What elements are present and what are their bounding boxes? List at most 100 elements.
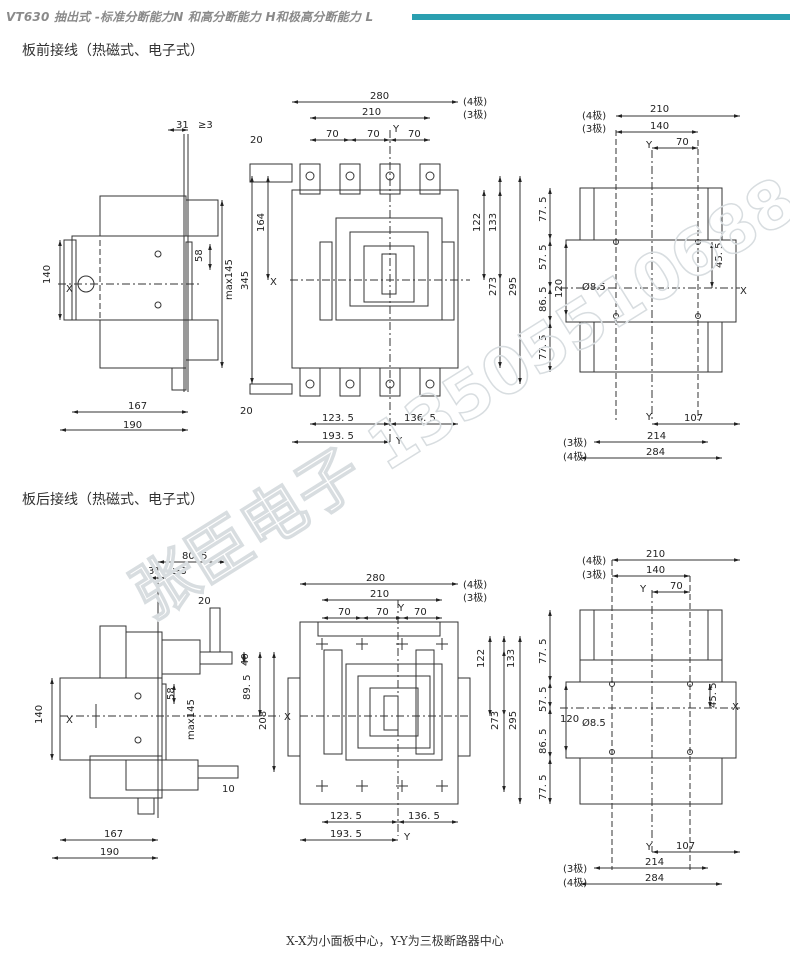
dim-front-main-280: 280 (370, 91, 389, 102)
label-front-back-4pole-bottom: (4极) (563, 450, 587, 463)
dim-front-main-122: 122 (472, 213, 483, 232)
label-rear-main-3pole: (3极) (463, 591, 487, 604)
dim-rear-side-140: 140 (34, 705, 45, 724)
label-front-main-4pole: (4极) (463, 95, 487, 108)
dim-front-back-284: 284 (646, 447, 665, 458)
label-rear-back-4pole: (4极) (582, 554, 606, 567)
label-rear-main-4pole: (4极) (463, 578, 487, 591)
dim-rear-back-210: 210 (646, 549, 665, 560)
dim-rear-main-280: 280 (366, 573, 385, 584)
dim-front-main-70a: 70 (326, 129, 339, 140)
header-accent-bar (412, 14, 790, 20)
label-rear-back-y-bottom: Y (645, 842, 653, 853)
section-title-rear-wiring: 板后接线（热磁式、电子式） (22, 492, 204, 508)
dim-front-back-107: 107 (684, 413, 703, 424)
dim-front-side-ge3: ≥3 (198, 120, 213, 131)
dim-front-main-1235: 123. 5 (322, 413, 354, 424)
label-rear-main-x: X (284, 712, 291, 723)
dim-rear-side-208: 208 (258, 711, 269, 730)
dim-front-back-775b: 77. 5 (538, 335, 549, 360)
dim-front-side-20-top: 20 (250, 135, 263, 146)
dim-rear-back-455: 45. 5 (708, 683, 719, 708)
label-front-main-3pole: (3极) (463, 108, 487, 121)
dim-front-side-max145: max145 (224, 259, 235, 300)
dim-rear-side-805: 80. 5 (182, 551, 207, 562)
dim-front-back-140: 140 (650, 121, 669, 132)
dim-rear-back-120: 120 (560, 714, 579, 725)
dim-front-side-190: 190 (123, 420, 142, 431)
dim-rear-main-70c: 70 (414, 607, 427, 618)
dim-front-main-345: 345 (240, 271, 251, 290)
dim-rear-main-133: 133 (506, 649, 517, 668)
dim-rear-back-284: 284 (645, 873, 664, 884)
dim-front-main-133: 133 (488, 213, 499, 232)
dim-front-main-295: 295 (508, 277, 519, 296)
dim-front-side-58: 58 (194, 249, 205, 262)
dim-rear-main-1235: 123. 5 (330, 811, 362, 822)
dim-front-back-210: 210 (650, 104, 669, 115)
page-header-title: VT630 抽出式 -标准分断能力N 和高分断能力 H和极高分断能力 L (6, 10, 374, 24)
label-rear-back-3pole-bottom: (3极) (563, 862, 587, 875)
rear-side-view (50, 560, 280, 860)
label-front-main-y-top: Y (392, 124, 400, 135)
dim-rear-main-70a: 70 (338, 607, 351, 618)
dim-front-back-575: 57. 5 (538, 245, 549, 270)
dim-front-side-140: 140 (42, 265, 53, 284)
dim-front-back-455: 45. 5 (714, 243, 725, 268)
dim-rear-main-1365: 136. 5 (408, 811, 440, 822)
label-front-back-3pole: (3极) (582, 122, 606, 135)
footer-note: X-X为小面板中心，Y-Y为三极断路器中心 (286, 934, 504, 948)
dim-front-back-865: 86. 5 (538, 287, 549, 312)
label-front-back-x: X (740, 286, 747, 297)
label-rear-main-y-bottom: Y (403, 832, 411, 843)
dim-rear-side-max145: max145 (186, 699, 197, 740)
dim-front-back-775a: 77. 5 (538, 197, 549, 222)
dim-front-main-1935: 193. 5 (322, 431, 354, 442)
label-rear-back-4pole-bottom: (4极) (563, 876, 587, 889)
label-front-back-3pole-bottom: (3极) (563, 436, 587, 449)
front-main-view (250, 100, 522, 444)
dim-rear-main-122: 122 (476, 649, 487, 668)
dim-rear-back-214: 214 (645, 857, 664, 868)
front-side-view (58, 128, 224, 432)
section-title-front-wiring: 板前接线（热磁式、电子式） (22, 43, 204, 59)
dim-rear-back-140: 140 (646, 565, 665, 576)
label-front-back-y-bottom: Y (645, 412, 653, 423)
dim-rear-side-167: 167 (104, 829, 123, 840)
dim-rear-side-895: 89. 5 (242, 675, 253, 700)
label-front-back-y-top: Y (645, 140, 653, 151)
label-front-main-y-bottom: Y (395, 436, 403, 447)
label-rear-main-y-top: Y (397, 603, 405, 614)
dim-rear-back-865: 86. 5 (538, 729, 549, 754)
dim-front-main-210: 210 (362, 107, 381, 118)
dim-rear-main-295: 295 (508, 711, 519, 730)
rear-back-view (548, 558, 740, 886)
dim-front-main-1365: 136. 5 (404, 413, 436, 424)
front-back-view (548, 114, 740, 460)
dim-rear-back-575: 57. 5 (538, 687, 549, 712)
dim-rear-side-20: 20 (198, 596, 211, 607)
rear-main-view (288, 582, 522, 842)
label-rear-back-x: X (732, 702, 739, 713)
dim-front-back-214: 214 (647, 431, 666, 442)
dim-rear-back-107: 107 (676, 841, 695, 852)
dim-rear-main-210: 210 (370, 589, 389, 600)
dim-rear-side-58: 58 (166, 687, 177, 700)
dim-rear-side-10: 10 (222, 784, 235, 795)
label-front-back-hole: Ø8.5 (582, 281, 606, 293)
dim-rear-back-775b: 77. 5 (538, 775, 549, 800)
dim-rear-main-70b: 70 (376, 607, 389, 618)
dim-front-back-70: 70 (676, 137, 689, 148)
label-rear-back-3pole: (3极) (582, 568, 606, 581)
dim-front-main-70b: 70 (367, 129, 380, 140)
dim-rear-side-31: 31 (148, 566, 161, 577)
label-rear-side-x: X (66, 715, 73, 726)
dim-rear-main-1935: 193. 5 (330, 829, 362, 840)
dim-rear-side-40: 40 (240, 653, 251, 666)
dim-front-main-70c: 70 (408, 129, 421, 140)
dim-rear-back-70: 70 (670, 581, 683, 592)
dim-rear-main-273: 273 (490, 711, 501, 730)
label-front-main-x: X (270, 277, 277, 288)
dim-rear-side-190: 190 (100, 847, 119, 858)
